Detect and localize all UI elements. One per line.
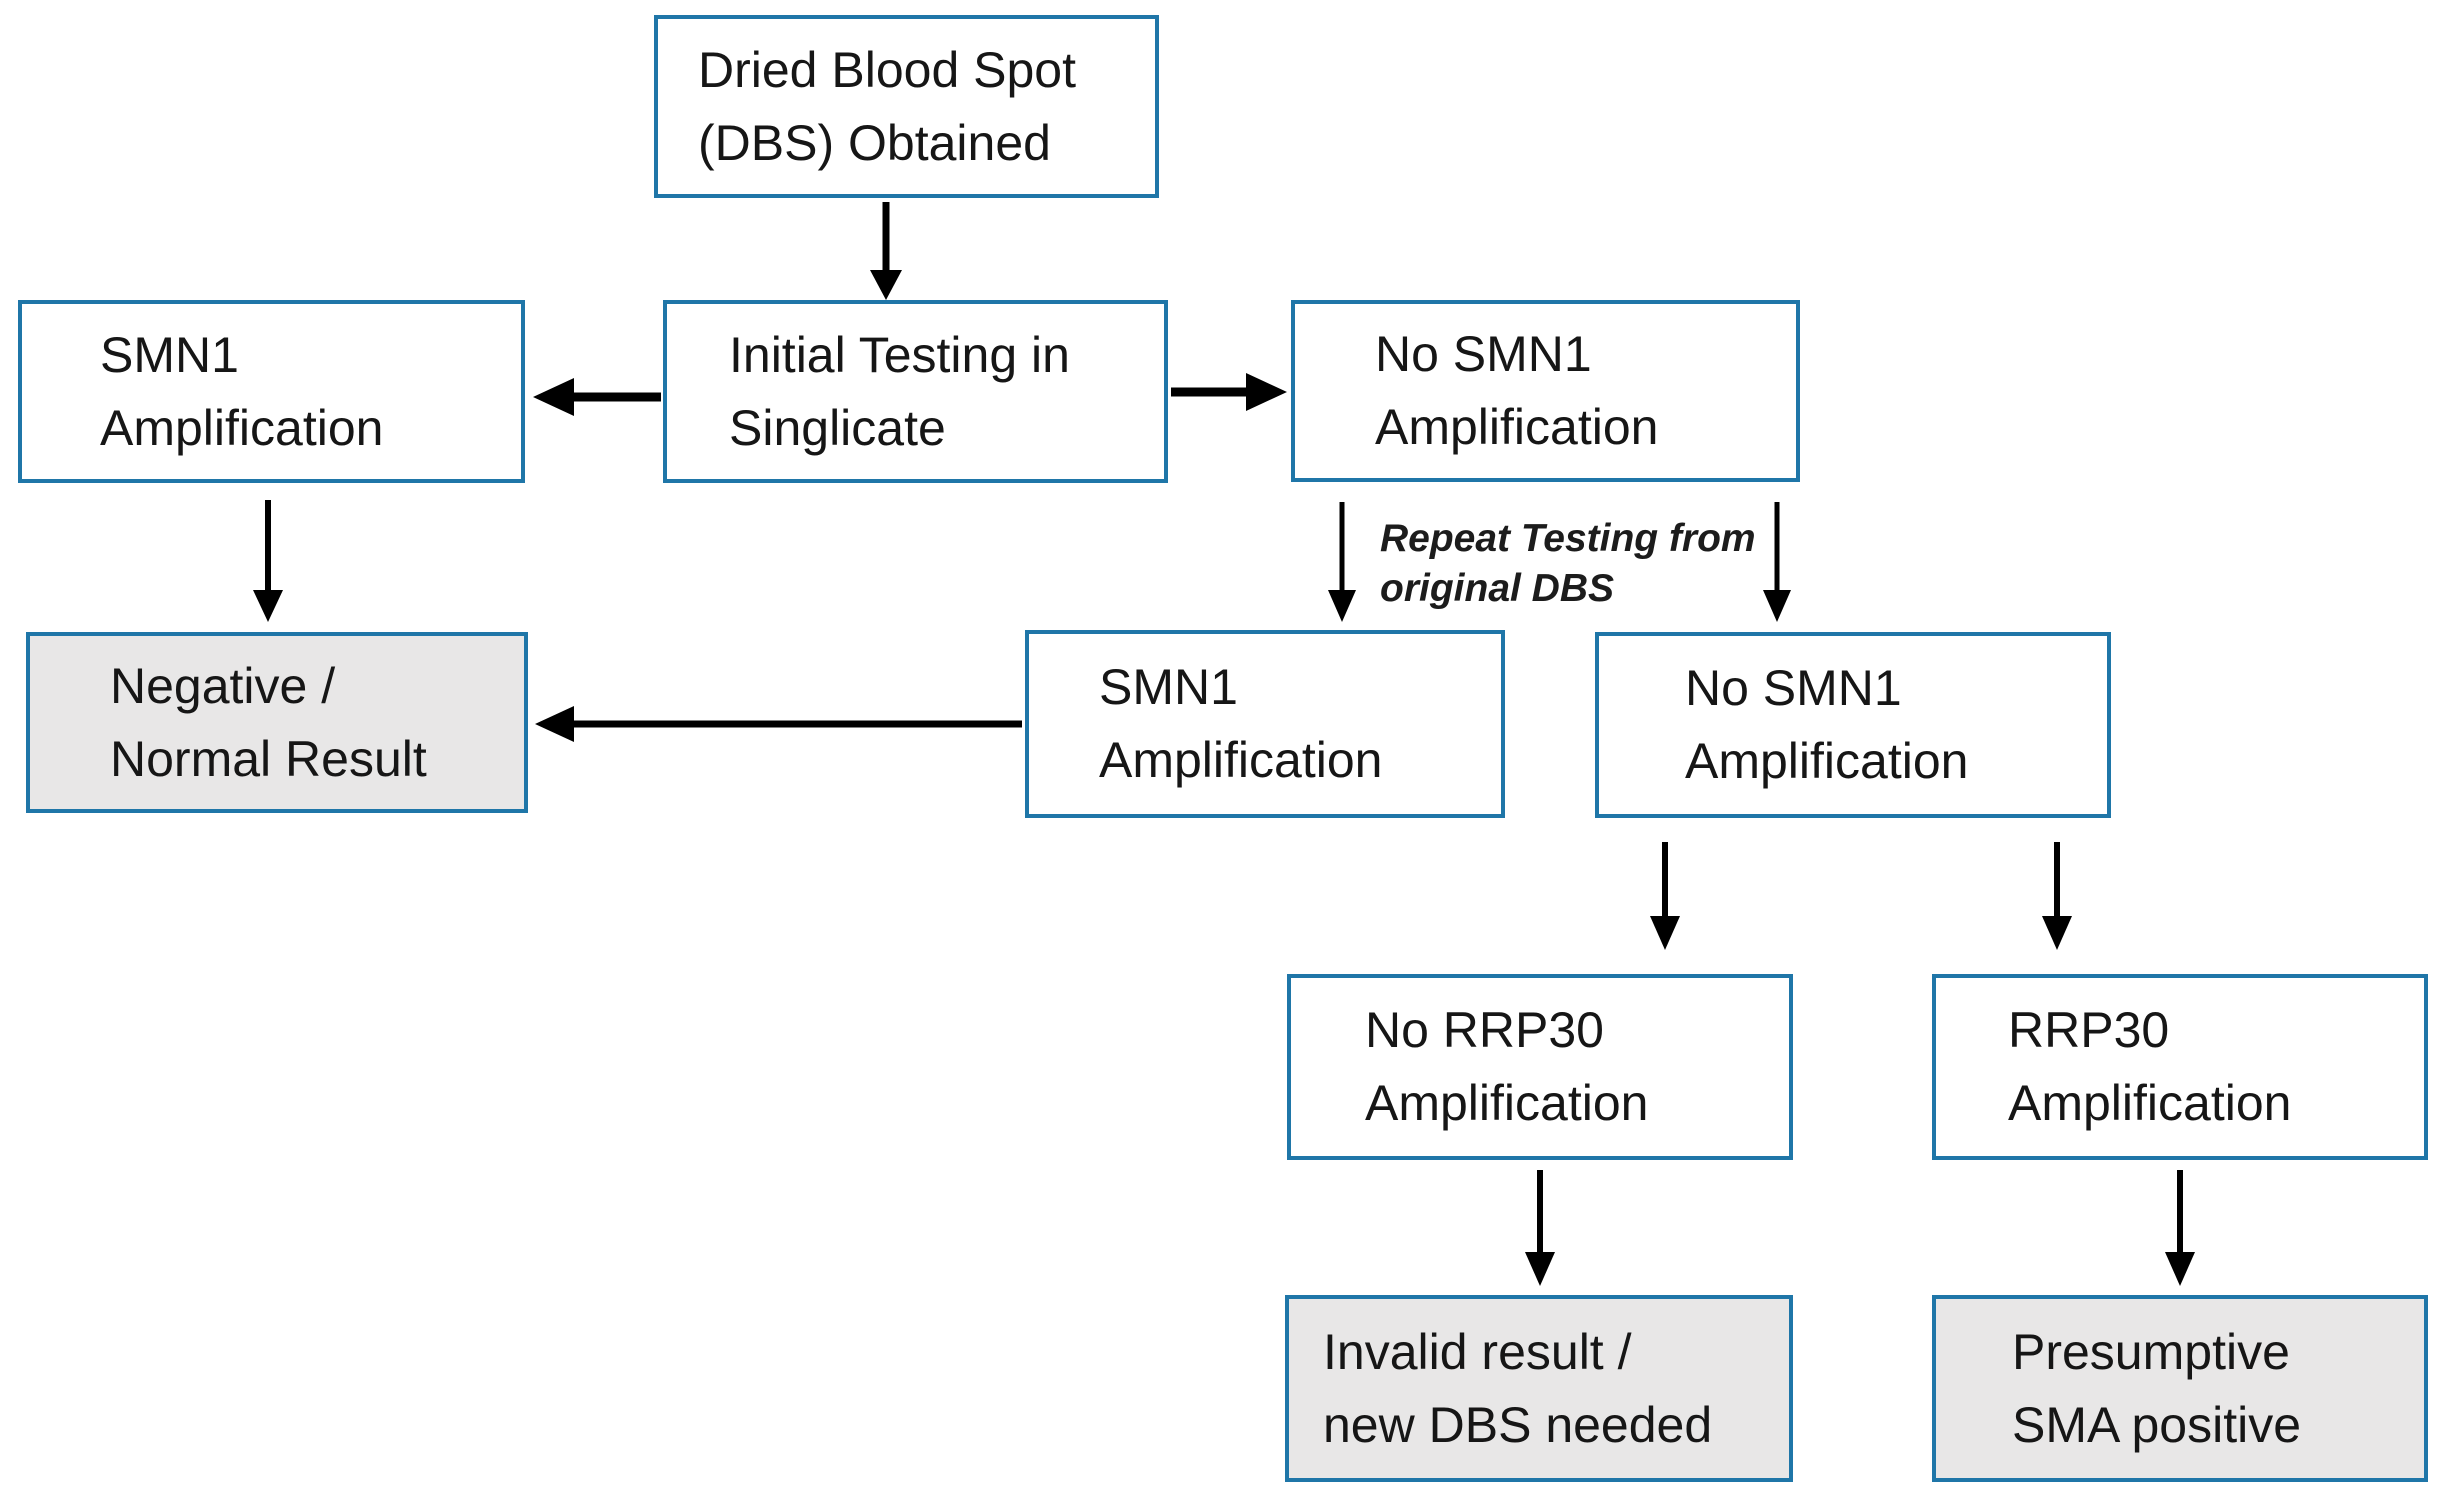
- node-label-line: No RRP30: [1365, 1002, 1604, 1058]
- node-label-line: SMN1: [100, 326, 239, 383]
- arrow-no-smn1-repeat-to-no-rrp30: [1650, 842, 1680, 950]
- node-no-rrp30-amplification: No RRP30 Amplification: [1287, 974, 1793, 1160]
- edge-label-line: original DBS: [1380, 566, 1615, 610]
- node-presumptive-sma-positive: Presumptive SMA positive: [1932, 1295, 2428, 1482]
- node-label-line: Amplification: [1365, 1075, 1649, 1131]
- node-label-line: Invalid result /: [1323, 1323, 1632, 1380]
- node-smn1-amplification-initial: SMN1 Amplification: [18, 300, 525, 483]
- arrow-smn1-amp-to-negative: [253, 500, 283, 622]
- arrow-dbs-to-initial: [870, 202, 902, 300]
- node-label-line: (DBS) Obtained: [698, 114, 1051, 171]
- node-invalid-result-new-dbs: Invalid result / new DBS needed: [1285, 1295, 1793, 1482]
- edge-label-repeat-testing: Repeat Testing from original DBS: [1380, 514, 1780, 614]
- node-label-line: No SMN1: [1685, 660, 1902, 716]
- arrow-repeat-left: [1328, 502, 1356, 622]
- arrow-no-rrp30-to-invalid: [1525, 1170, 1555, 1286]
- node-label-line: RRP30: [2008, 1002, 2170, 1058]
- node-no-smn1-amplification-initial: No SMN1 Amplification: [1291, 300, 1800, 482]
- node-negative-normal-result: Negative / Normal Result: [26, 632, 528, 813]
- node-label-line: Amplification: [100, 399, 384, 456]
- arrow-rrp30-to-presumptive: [2165, 1170, 2195, 1286]
- node-label-line: Normal Result: [110, 730, 427, 787]
- edge-label-line: Repeat Testing from: [1380, 517, 1756, 560]
- node-label-line: Singlicate: [729, 399, 946, 456]
- arrow-initial-to-smn1-amp: [533, 378, 661, 416]
- node-label-line: new DBS needed: [1323, 1396, 1713, 1453]
- node-label-line: Amplification: [2008, 1075, 2292, 1131]
- arrow-no-smn1-repeat-to-rrp30: [2042, 842, 2072, 950]
- node-label-line: No SMN1: [1375, 326, 1592, 382]
- node-initial-testing-singlicate: Initial Testing in Singlicate: [663, 300, 1168, 483]
- node-label-line: SMN1: [1099, 659, 1238, 715]
- arrow-smn1-repeat-to-negative: [535, 706, 1022, 742]
- node-label-line: Negative /: [110, 657, 336, 714]
- node-label-line: Amplification: [1375, 399, 1659, 455]
- node-label-line: Presumptive: [2012, 1323, 2290, 1380]
- node-label-line: SMA positive: [2012, 1396, 2302, 1453]
- node-dbs-obtained: Dried Blood Spot (DBS) Obtained: [654, 15, 1159, 198]
- arrow-initial-to-no-smn1-amp: [1171, 373, 1287, 411]
- node-smn1-amplification-repeat: SMN1 Amplification: [1025, 630, 1505, 818]
- node-label-line: Amplification: [1099, 732, 1383, 788]
- node-rrp30-amplification: RRP30 Amplification: [1932, 974, 2428, 1160]
- node-no-smn1-amplification-repeat: No SMN1 Amplification: [1595, 632, 2111, 818]
- node-label-line: Amplification: [1685, 733, 1969, 789]
- node-label-line: Initial Testing in: [729, 326, 1070, 383]
- node-label-line: Dried Blood Spot: [698, 41, 1077, 98]
